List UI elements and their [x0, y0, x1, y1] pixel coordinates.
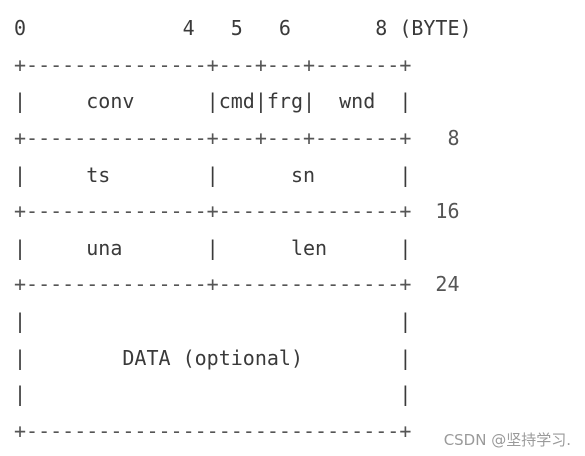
header-row-ts-sn: | ts | sn |: [14, 163, 412, 187]
border-row-offset-16: +---------------+---------------+ 16: [14, 199, 460, 223]
header-row-conv-cmd-frg-wnd: | conv |cmd|frg| wnd |: [14, 89, 412, 113]
byte-offset-ruler: 0 4 5 6 8 (BYTE): [14, 16, 472, 40]
border-row-offset-8: +---------------+---+---+-------+ 8: [14, 126, 460, 150]
border-row-top: +---------------+---+---+-------+: [14, 53, 412, 77]
border-row-bottom: +-------------------------------+: [14, 419, 412, 443]
csdn-watermark: CSDN @坚持学习.: [443, 429, 571, 450]
border-row-offset-24: +---------------+---------------+ 24: [14, 272, 460, 296]
data-row-blank-bottom: | |: [14, 382, 412, 406]
data-row-blank-top: | |: [14, 309, 412, 333]
data-row-label: | DATA (optional) |: [14, 346, 412, 370]
header-row-una-len: | una | len |: [14, 236, 412, 260]
